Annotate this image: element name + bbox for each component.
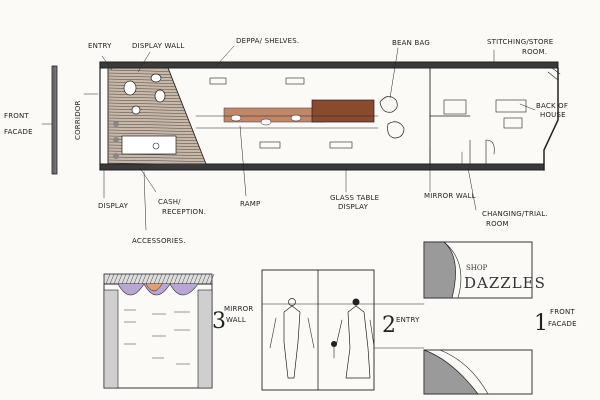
elevation-front-facade: SHOP DAZZLES 1 FRONT FACADE	[373, 241, 577, 395]
front-facade-indicator	[51, 65, 58, 175]
label-front-facade-elev-1: FRONT	[550, 308, 575, 316]
label-cash-reception-2: RECEPTION.	[162, 208, 206, 216]
label-stitching-store-1: STITCHING/STORE	[487, 38, 553, 46]
label-glass-table-1: GLASS TABLE	[330, 194, 379, 202]
label-ramp: RAMP	[240, 200, 260, 208]
deppa-shelves	[195, 77, 379, 149]
label-mirror-wall: MIRROR WALL	[424, 192, 476, 200]
label-entry-elev: ENTRY	[396, 316, 420, 324]
plan-bottom-wall	[99, 163, 545, 171]
back-of-house-rooms	[429, 67, 527, 165]
elevation-entry: 2 ENTRY	[261, 269, 420, 391]
label-entry-number: 2	[382, 313, 396, 338]
label-front-facade-2: FACADE	[4, 128, 33, 136]
leader-lines	[41, 45, 536, 231]
label-display-wall: DISPLAY WALL	[132, 42, 184, 50]
label-entry: ENTRY	[88, 42, 112, 50]
plan-top-wall	[99, 61, 559, 69]
label-corridor: CORRIDOR	[74, 100, 82, 140]
elevation-mirror-wall: 3 MIRROR WALL	[103, 273, 253, 389]
label-mirror-wall-2: WALL	[226, 316, 246, 324]
shop-label: SHOP	[466, 264, 488, 272]
label-front-facade-elev-2: FACADE	[548, 320, 577, 328]
label-mirror-wall-1: MIRROR	[224, 305, 253, 313]
label-back-of-house-1: BACK OF	[536, 102, 568, 110]
label-bean-bag: BEAN BAG	[392, 39, 430, 47]
bean-bags	[379, 96, 405, 139]
label-deppa-shelves: DEPPA/ SHELVES.	[236, 37, 299, 45]
label-accessories: ACCESSORIES.	[132, 237, 186, 245]
label-glass-table-2: DISPLAY	[338, 203, 369, 211]
label-stitching-store-2: ROOM.	[522, 48, 547, 56]
floor-plan: ENTRY DISPLAY WALL DEPPA/ SHELVES. BEAN …	[4, 37, 568, 245]
display-wall-hatch	[107, 67, 207, 165]
brand-name-dazzles: DAZZLES	[464, 274, 546, 292]
label-front-facade-number: 1	[534, 311, 548, 336]
label-front-facade-1: FRONT	[4, 112, 29, 120]
label-changing-trial-2: ROOM	[486, 220, 509, 228]
label-cash-reception-1: CASH/	[158, 198, 181, 206]
label-display: DISPLAY	[98, 202, 129, 210]
label-back-of-house-2: HOUSE	[540, 111, 566, 119]
label-changing-trial-1: CHANGING/TRIAL.	[482, 210, 548, 218]
label-mirror-wall-number: 3	[212, 309, 226, 334]
